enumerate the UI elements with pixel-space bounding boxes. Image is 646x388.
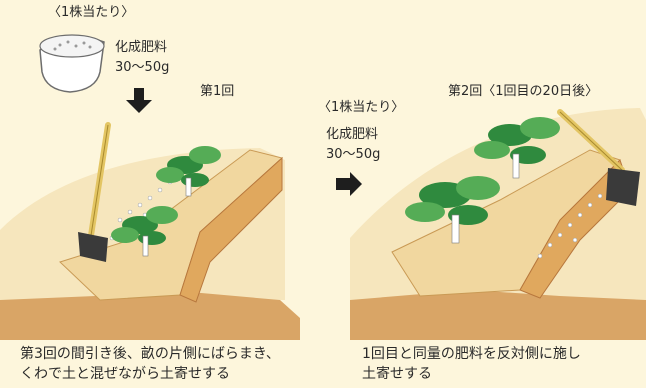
right-fertilizer-amount: 30〜50g [326,147,381,162]
left-caption-line1: 第3回の間引き後、畝の片側にばらまき、 [20,346,280,362]
right-step-label: 第2回〈1回目の20日後〉 [448,84,599,99]
left-caption-line2: くわで土と混ぜながら土寄せする [20,366,230,382]
hoe-icon [557,109,640,206]
right-fertilizer-name: 化成肥料 [326,127,379,142]
down-arrow-icon [126,88,152,113]
right-caption-line2: 土寄せする [362,366,432,382]
fertilizer-bowl-icon [39,34,105,93]
left-step-label: 第1回 [200,84,235,99]
right-scene [336,108,646,340]
left-scene [0,34,300,340]
furrow-left [0,292,300,340]
left-fertilizer-amount: 30〜50g [115,60,170,75]
radish-plant-icon [405,176,500,244]
right-per-plant-label: 〈1株当たり〉 [318,100,405,115]
left-per-plant-label: 〈1株当たり〉 [48,5,135,20]
right-arrow-icon [336,172,362,196]
fertilizer-scatter-right [537,193,603,259]
radish-plant-icon [111,206,178,257]
furrow-right [350,290,646,340]
hoe-icon [78,122,111,262]
radish-plant-icon [156,146,221,197]
right-caption-line1: 1回目と同量の肥料を反対側に施し [362,346,581,362]
radish-plant-icon [474,117,560,179]
ridge-side-left [179,156,283,303]
left-fertilizer-name: 化成肥料 [115,40,168,55]
